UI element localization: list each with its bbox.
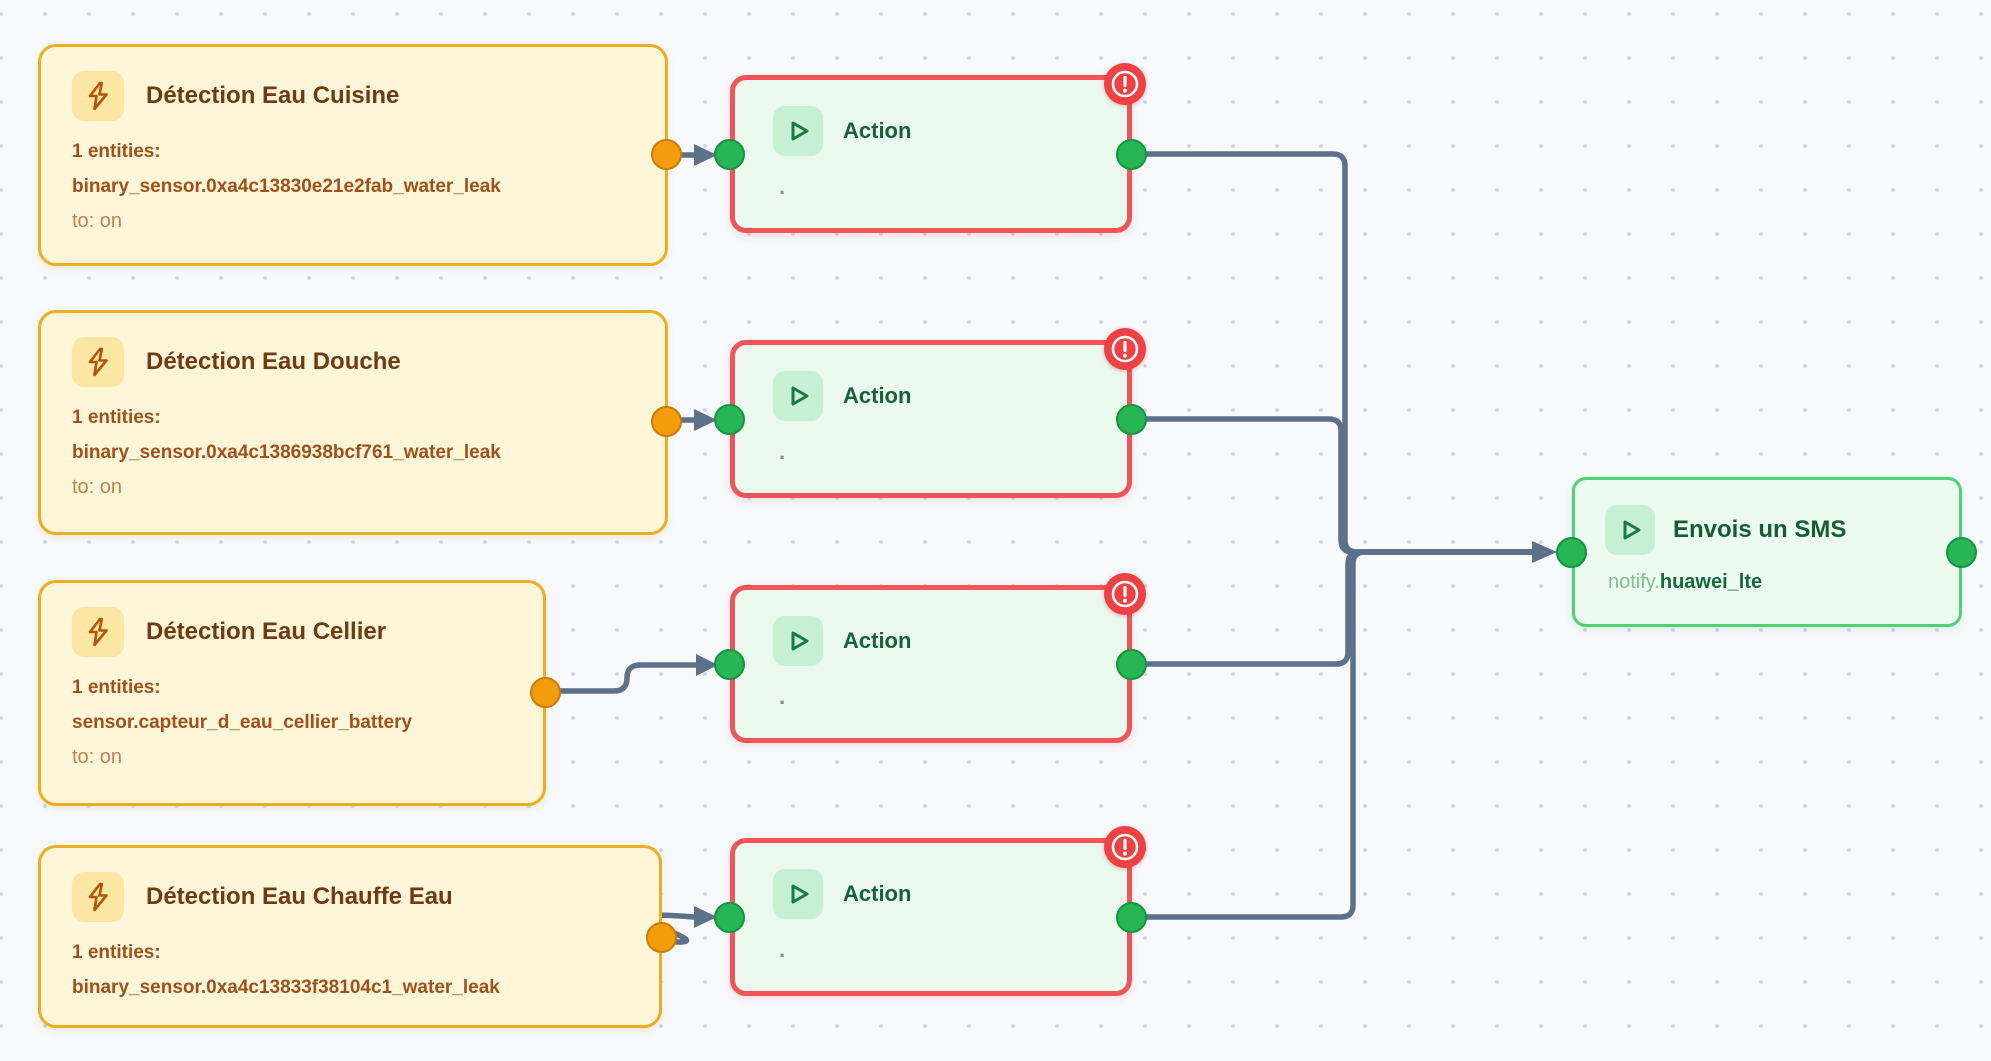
error-badge[interactable] xyxy=(1104,826,1146,868)
action-node-1[interactable]: Action . xyxy=(730,75,1132,233)
trigger-state: to: on xyxy=(72,746,123,768)
entity-id: binary_sensor.0xa4c13830e21e2fab_water_l… xyxy=(72,176,501,197)
entities-count-label: 1 entities: xyxy=(72,677,161,698)
action-title: Action xyxy=(843,383,912,408)
play-icon xyxy=(773,616,823,666)
service-name: huawei_lte xyxy=(1659,571,1763,593)
lightning-bolt-icon xyxy=(72,872,124,922)
error-exclamation-icon xyxy=(1111,335,1139,363)
edge-action1-output[interactable] xyxy=(1129,151,1537,555)
action-subtitle: . xyxy=(779,937,786,962)
entity-id: sensor.capteur_d_eau_cellier_battery xyxy=(72,712,413,733)
entity-id: binary_sensor.0xa4c13833f38104c1_water_l… xyxy=(72,977,500,998)
error-badge[interactable] xyxy=(1104,573,1146,615)
entity-id: binary_sensor.0xa4c1386938bcf761_water_l… xyxy=(72,442,501,463)
edge-trigger3-action3[interactable] xyxy=(543,662,699,694)
source-handle[interactable] xyxy=(1116,404,1147,435)
play-icon xyxy=(773,371,823,421)
play-icon xyxy=(773,869,823,919)
arrowhead xyxy=(694,409,717,431)
source-handle[interactable] xyxy=(646,922,677,953)
trigger-node-cuisine[interactable]: Détection Eau Cuisine 1 entities: binary… xyxy=(38,44,668,266)
edge-action2-output[interactable] xyxy=(1129,416,1537,555)
error-badge[interactable] xyxy=(1104,63,1146,105)
arrowhead xyxy=(694,144,717,166)
target-handle[interactable] xyxy=(714,902,745,933)
error-exclamation-icon xyxy=(1111,833,1139,861)
trigger-title: Détection Eau Douche xyxy=(146,348,401,375)
lightning-bolt-icon xyxy=(72,71,124,121)
output-node-sms[interactable]: Envois un SMS notify.huawei_lte xyxy=(1572,477,1962,627)
trigger-title: Détection Eau Chauffe Eau xyxy=(146,883,453,910)
error-exclamation-icon xyxy=(1111,70,1139,98)
source-handle[interactable] xyxy=(1116,902,1147,933)
action-title: Action xyxy=(843,118,912,143)
lightning-bolt-icon xyxy=(72,337,124,387)
entities-count-label: 1 entities: xyxy=(72,141,161,162)
error-badge[interactable] xyxy=(1104,328,1146,370)
edge-action3-output[interactable] xyxy=(1129,549,1537,667)
trigger-title: Détection Eau Cuisine xyxy=(146,82,400,109)
action-node-4[interactable]: Action . xyxy=(730,838,1132,996)
entities-count-label: 1 entities: xyxy=(72,407,161,428)
source-handle[interactable] xyxy=(1116,649,1147,680)
arrowhead xyxy=(694,906,717,928)
trigger-state: to: on xyxy=(72,476,123,498)
output-title: Envois un SMS xyxy=(1673,516,1847,543)
play-icon xyxy=(1605,505,1655,555)
arrowhead xyxy=(1532,541,1557,563)
source-handle[interactable] xyxy=(530,677,561,708)
target-handle[interactable] xyxy=(714,139,745,170)
action-node-2[interactable]: Action . xyxy=(730,340,1132,498)
target-handle[interactable] xyxy=(714,404,745,435)
action-title: Action xyxy=(843,628,912,653)
source-handle[interactable] xyxy=(1116,139,1147,170)
lightning-bolt-icon xyxy=(72,607,124,657)
source-handle[interactable] xyxy=(651,139,682,170)
edge-action4-output[interactable] xyxy=(1129,549,1537,920)
trigger-title: Détection Eau Cellier xyxy=(146,618,387,645)
trigger-node-douche[interactable]: Détection Eau Douche 1 entities: binary_… xyxy=(38,310,668,535)
action-subtitle: . xyxy=(779,684,786,709)
source-handle[interactable] xyxy=(1946,537,1977,568)
error-exclamation-icon xyxy=(1111,580,1139,608)
action-subtitle: . xyxy=(779,174,786,199)
play-icon xyxy=(773,106,823,156)
trigger-node-cellier[interactable]: Détection Eau Cellier 1 entities: sensor… xyxy=(38,580,546,806)
trigger-state: to: on xyxy=(72,210,123,232)
service-prefix: notify. xyxy=(1608,571,1660,593)
trigger-node-chauffe-eau[interactable]: Détection Eau Chauffe Eau 1 entities: bi… xyxy=(38,845,662,1028)
target-handle[interactable] xyxy=(1556,537,1587,568)
action-title: Action xyxy=(843,881,912,906)
target-handle[interactable] xyxy=(714,649,745,680)
source-handle[interactable] xyxy=(651,406,682,437)
action-node-3[interactable]: Action . xyxy=(730,585,1132,743)
entities-count-label: 1 entities: xyxy=(72,942,161,963)
service-call: notify.huawei_lte xyxy=(1608,568,1959,596)
action-subtitle: . xyxy=(779,439,786,464)
arrowhead xyxy=(696,654,718,676)
